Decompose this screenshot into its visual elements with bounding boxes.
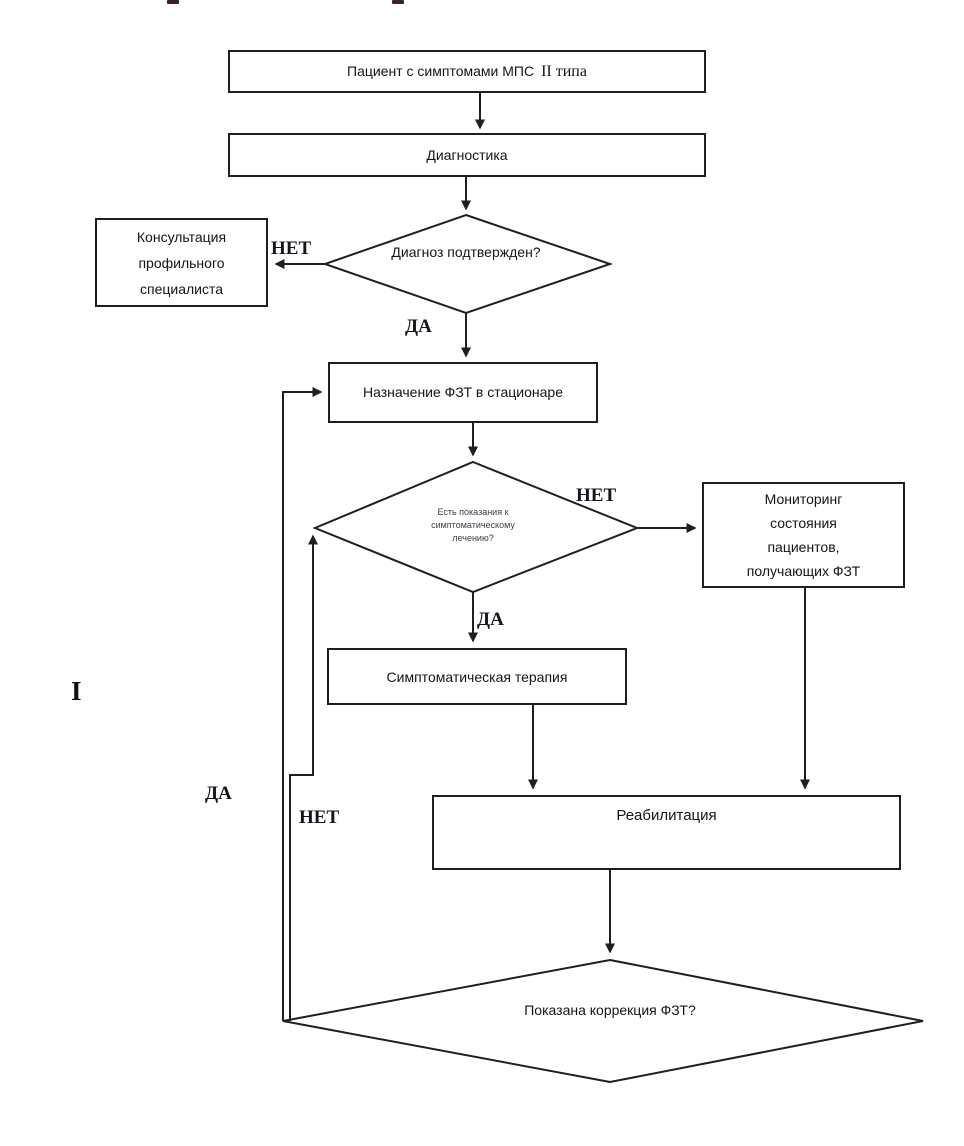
edge-label-correction-yes: ДА (205, 783, 232, 804)
edge-label-diagnosis-yes: ДА (405, 316, 432, 337)
node-symptomatic-therapy-label: Симптоматическая терапия (386, 668, 568, 685)
node-patient-type-label: II типа (541, 63, 587, 80)
decision-ert-correction-label: Показана коррекция ФЗТ? (524, 1002, 696, 1018)
node-monitoring-label: Мониторинг состояния пациентов, получающ… (746, 491, 861, 579)
feedback-yes-to-ert (282, 387, 323, 1021)
node-consultation: Консультация профильного специалиста (95, 218, 268, 307)
cropped-title-fragment (167, 0, 179, 4)
decision-diagnosis-confirmed-label: Диагноз подтвержден? (391, 244, 541, 260)
node-diagnostics: Диагностика (228, 133, 706, 177)
cropped-title-fragment (392, 0, 404, 4)
decision-diamond-ert-correction (282, 958, 924, 1084)
node-consultation-label: Консультация профильного специалиста (136, 228, 227, 297)
node-patient-label: Пациент с симптомами МПС (347, 63, 535, 79)
node-patient: Пациент с симптомами МПС II типа (228, 50, 706, 93)
node-monitoring: Мониторинг состояния пациентов, получающ… (702, 482, 905, 588)
node-rehabilitation: Реабилитация (432, 795, 901, 870)
decision-symptomatic-indications-label: Есть показания к симптоматическому лечен… (431, 507, 515, 543)
node-rehabilitation-label: Реабилитация (616, 807, 717, 824)
node-symptomatic-therapy: Симптоматическая терапия (327, 648, 627, 705)
decision-diamond-diagnosis-confirmed (321, 213, 614, 315)
edge-label-correction-no: НЕТ (299, 807, 340, 828)
edge-label-diagnosis-no: НЕТ (271, 238, 312, 259)
node-diagnostics-label: Диагностика (426, 147, 508, 163)
feedback-no-to-symptomatic-decision (289, 534, 318, 1021)
node-ert-prescription-label: Назначение ФЗТ в стационаре (363, 384, 563, 400)
node-ert-prescription: Назначение ФЗТ в стационаре (328, 362, 598, 423)
margin-numeral-label: I (71, 676, 82, 706)
edge-label-symptomatic-no: НЕТ (576, 485, 617, 506)
edge-label-symptomatic-yes: ДА (477, 609, 504, 630)
